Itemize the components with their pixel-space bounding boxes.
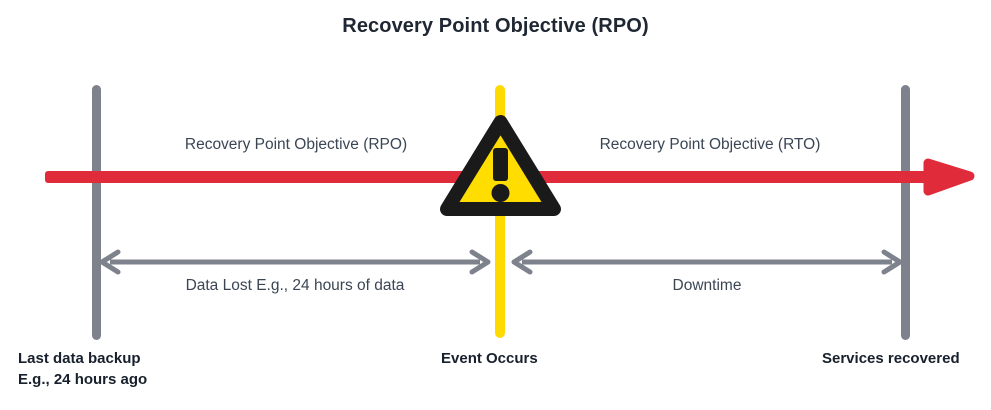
measure-arrow-downtime xyxy=(511,249,903,275)
endpoint-caption-last-backup: Last data backup E.g., 24 hours ago xyxy=(18,350,147,388)
measure-label-data-lost: Data Lost E.g., 24 hours of data xyxy=(185,277,405,294)
red-right-arrow-icon xyxy=(923,158,975,196)
endpoint-caption-last-backup-line2: E.g., 24 hours ago xyxy=(18,371,148,388)
warning-triangle-icon xyxy=(440,115,561,216)
page-title: Recovery Point Objective (RPO) xyxy=(342,15,649,37)
milestone-bar-last-backup xyxy=(92,85,101,340)
span-label-rpo: Recovery Point Objective (RPO) xyxy=(184,136,408,153)
endpoint-caption-event-occurs: Event Occurs xyxy=(441,350,538,367)
measure-label-downtime: Downtime xyxy=(672,277,742,294)
milestone-bar-services-recovered xyxy=(901,85,910,340)
measure-arrow-data-lost xyxy=(99,249,491,275)
endpoint-caption-services-recovered: Services recovered xyxy=(822,350,960,367)
endpoint-caption-last-backup-line1: Last data backup xyxy=(18,350,141,367)
span-label-rto: Recovery Point Objective (RTO) xyxy=(599,136,821,153)
